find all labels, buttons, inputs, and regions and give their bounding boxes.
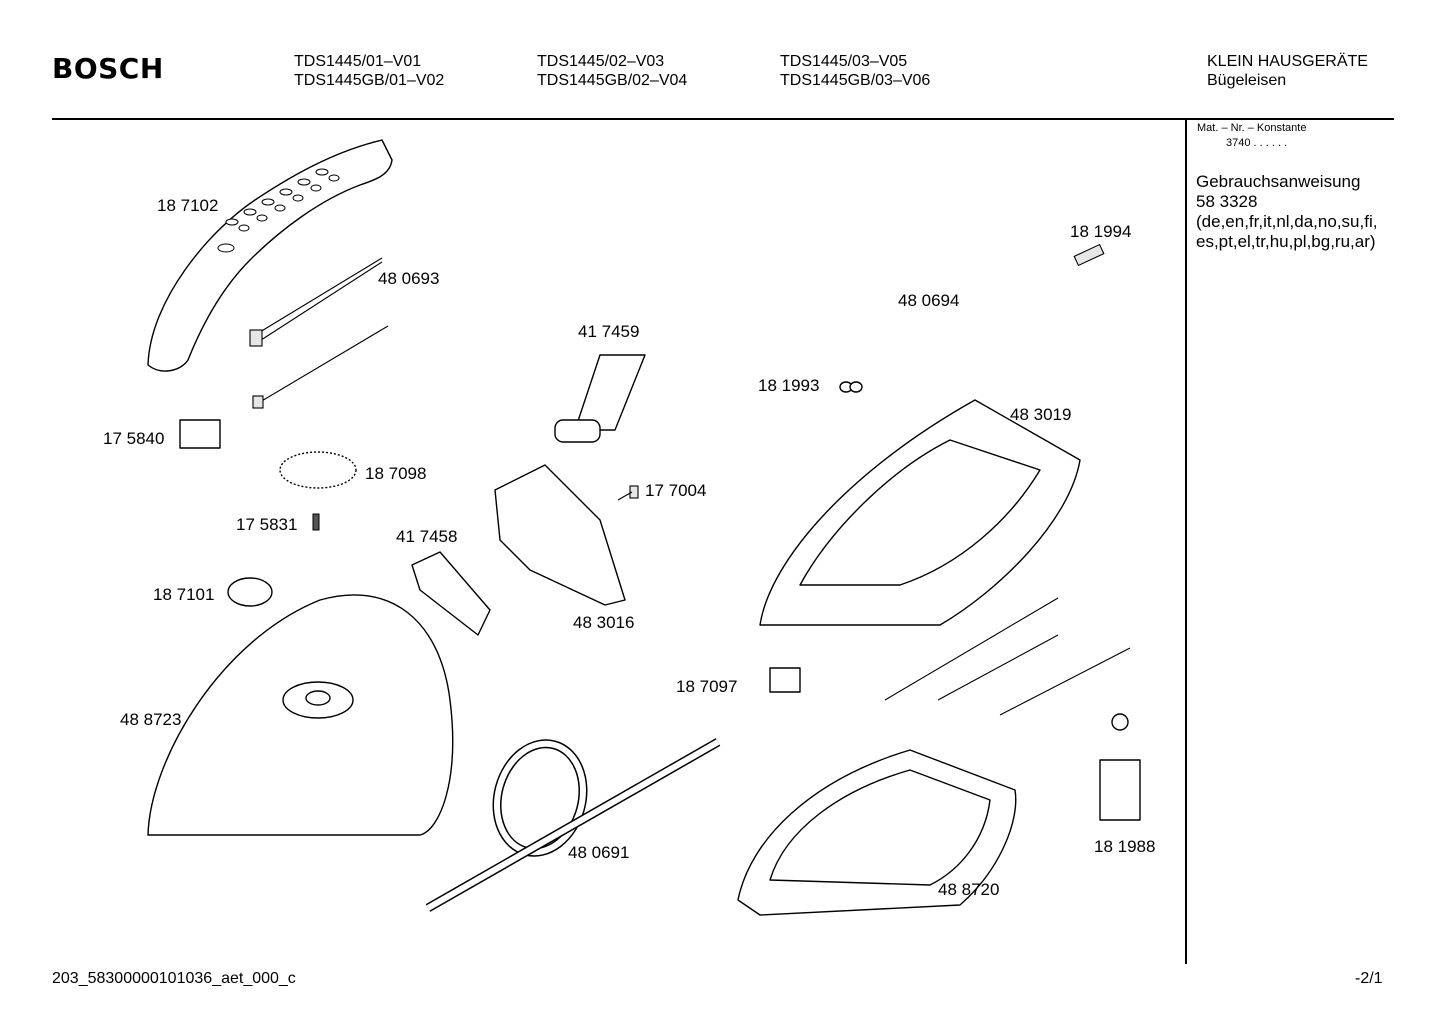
category-title: KLEIN HAUSGERÄTE xyxy=(1207,53,1368,70)
ring-drawing xyxy=(227,577,273,607)
brand-logo: BOSCH xyxy=(52,52,164,85)
model-number: TDS1445GB/03–V06 xyxy=(780,72,931,89)
category-subtitle: Bügeleisen xyxy=(1207,72,1287,89)
screw-drawing xyxy=(617,485,639,501)
housing-drawing xyxy=(494,464,626,606)
part-label: 18 7102 xyxy=(157,196,219,215)
part-label: 48 0693 xyxy=(378,269,440,288)
part-label: 48 0691 xyxy=(568,843,630,862)
connector-drawing xyxy=(769,667,801,693)
model-column-3: TDS1445/03–V05 TDS1445GB/03–V06 xyxy=(780,52,930,90)
exploded-view-diagram xyxy=(147,139,1141,916)
dial-drawing xyxy=(279,451,357,489)
part-label: 41 7459 xyxy=(578,322,640,341)
model-number: TDS1445/03–V05 xyxy=(780,53,908,70)
pin-drawing xyxy=(312,513,320,531)
hose-drawing xyxy=(847,267,1063,373)
soleplate-drawing xyxy=(737,749,1017,916)
part-label: 17 7004 xyxy=(645,481,707,500)
power-cord-drawing xyxy=(425,738,721,912)
part-label: 48 3016 xyxy=(573,613,635,632)
part-label: 48 8720 xyxy=(938,880,1000,899)
manual-languages: es,pt,el,tr,hu,pl,bg,ru,ar) xyxy=(1196,232,1376,251)
nozzle-drawing xyxy=(1073,243,1105,267)
handle-drawing xyxy=(147,139,393,372)
model-number: TDS1445/01–V01 xyxy=(294,53,422,70)
model-number: TDS1445GB/01–V02 xyxy=(294,72,445,89)
clip-drawing xyxy=(839,381,863,393)
part-label: 18 7101 xyxy=(153,585,215,604)
mat-number-label: Mat. – Nr. – Konstante xyxy=(1197,122,1307,134)
sidebar-divider xyxy=(1185,119,1187,964)
manual-number: 58 3328 xyxy=(1196,192,1258,211)
part-label: 18 1993 xyxy=(758,376,820,395)
regulator-drawing xyxy=(1099,713,1141,821)
part-label: 48 3019 xyxy=(1010,405,1072,424)
model-number: TDS1445/02–V03 xyxy=(537,53,665,70)
document-id: 203_58300000101036_aet_000_c xyxy=(52,970,296,987)
model-number: TDS1445GB/02–V04 xyxy=(537,72,688,89)
manual-block: Gebrauchsanweisung 58 3328 (de,en,fr,it,… xyxy=(1196,172,1377,252)
part-label: 48 0694 xyxy=(898,291,960,310)
page-number: -2/1 xyxy=(1355,970,1383,987)
manual-title: Gebrauchsanweisung xyxy=(1196,172,1361,191)
model-column-2: TDS1445/02–V03 TDS1445GB/02–V04 xyxy=(537,52,687,90)
iron-cover-drawing xyxy=(147,594,454,836)
category-block: KLEIN HAUSGERÄTE Bügeleisen xyxy=(1207,52,1368,90)
part-label: 48 8723 xyxy=(120,710,182,729)
part-label: 18 1988 xyxy=(1094,837,1156,856)
part-label: 18 7098 xyxy=(365,464,427,483)
wiring-drawing xyxy=(884,597,1131,716)
bellows-drawing xyxy=(554,354,646,443)
part-label: 18 7097 xyxy=(676,677,738,696)
switch-drawing xyxy=(179,419,221,449)
part-label: 18 1994 xyxy=(1070,222,1132,241)
bracket-drawing xyxy=(411,551,491,636)
manual-languages: (de,en,fr,it,nl,da,no,su,fi, xyxy=(1196,212,1378,231)
header-divider xyxy=(52,118,1394,120)
cable-drawing xyxy=(249,257,389,409)
part-label: 17 5831 xyxy=(236,515,298,534)
part-label: 17 5840 xyxy=(103,429,165,448)
model-column-1: TDS1445/01–V01 TDS1445GB/01–V02 xyxy=(294,52,444,90)
frame-drawing xyxy=(759,399,1081,626)
part-label: 41 7458 xyxy=(396,527,458,546)
mat-number-value: 3740 . . . . . . xyxy=(1226,137,1288,149)
